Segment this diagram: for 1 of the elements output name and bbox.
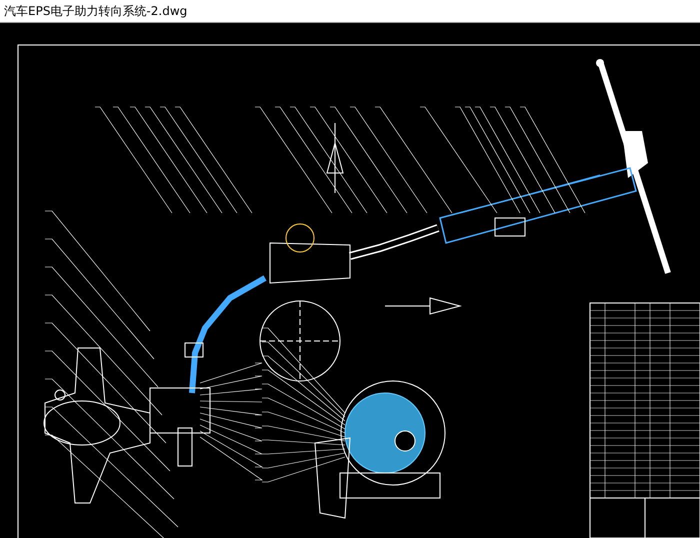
file-title: 汽车EPS电子助力转向系统-2.dwg — [4, 3, 188, 20]
